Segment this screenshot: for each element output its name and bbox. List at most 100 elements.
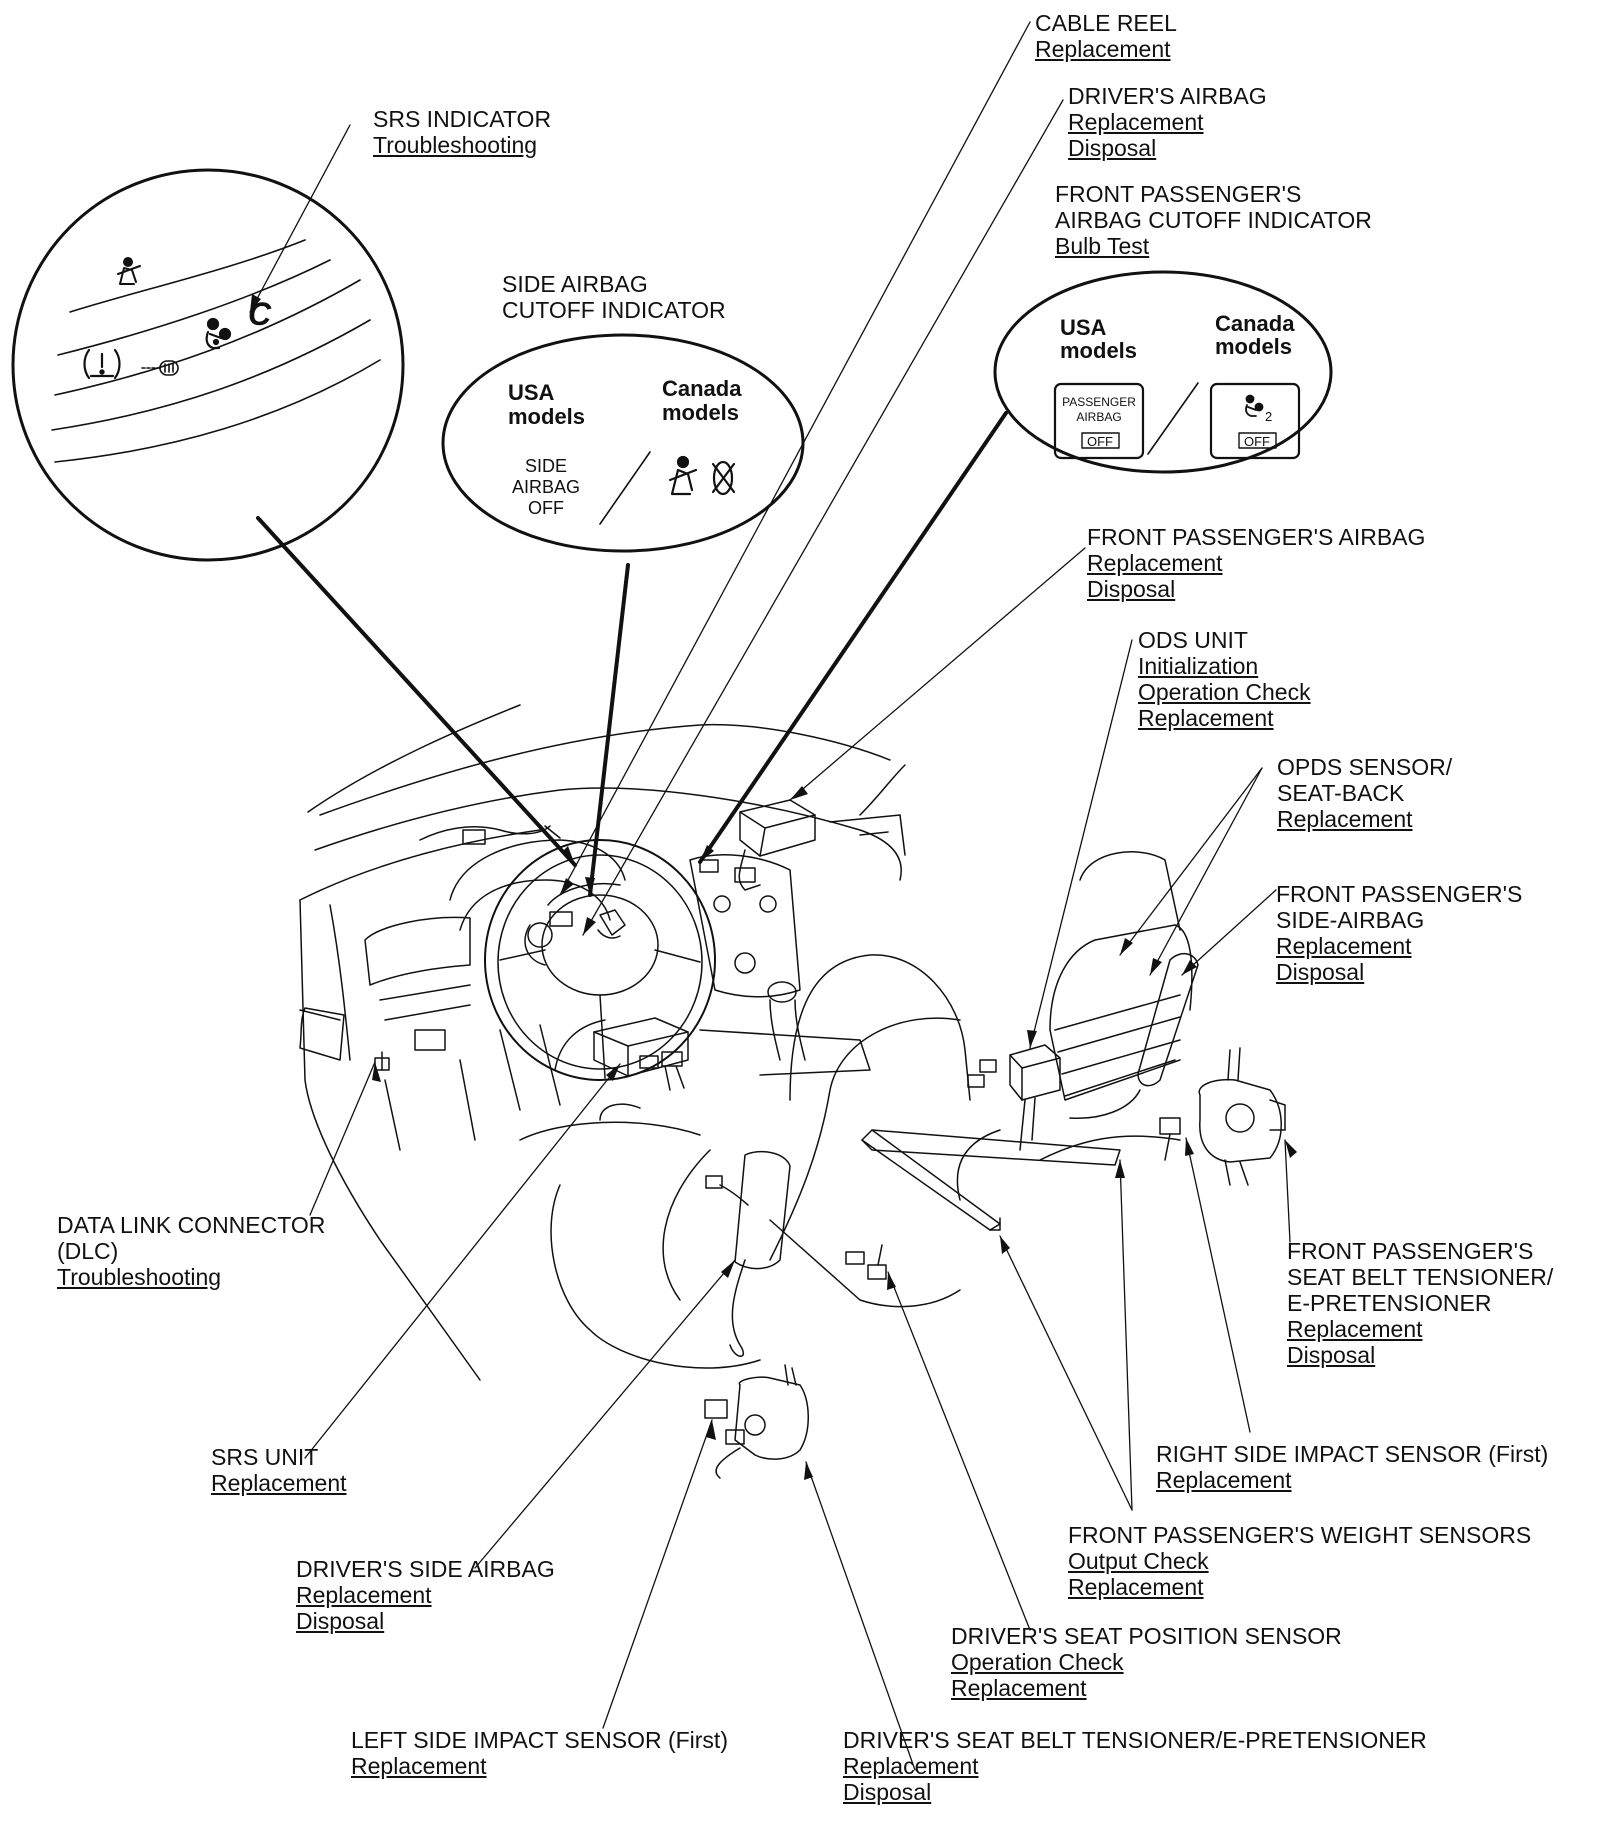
pass-canada-label-1: Canada xyxy=(1215,311,1295,336)
callout-title: SRS UNIT xyxy=(211,1444,319,1470)
side-airbag-off-canada-icon xyxy=(668,455,736,496)
callout-title: SRS INDICATOR xyxy=(373,106,552,132)
callout-title: FRONT PASSENGER'S AIRBAG xyxy=(1087,524,1426,550)
callout-title: CUTOFF INDICATOR xyxy=(502,297,726,323)
callout-drivers-tensioner: DRIVER'S SEAT BELT TENSIONER/E-PRETENSIO… xyxy=(843,1727,1427,1805)
leader-opds-1 xyxy=(1119,767,1263,956)
seat-position-replacement-link[interactable]: Replacement xyxy=(951,1675,1087,1701)
passenger-lamp-line1: PASSENGER xyxy=(1062,395,1136,409)
fp-cutoff-bulb-test-link[interactable]: Bulb Test xyxy=(1055,233,1150,259)
seatbelt-reminder-icon xyxy=(117,257,141,285)
immobilizer-key-icon xyxy=(141,360,179,376)
callout-fp-side-airbag: FRONT PASSENGER'S SIDE-AIRBAG Replacemen… xyxy=(1276,881,1522,985)
leader-fp-side-airbag xyxy=(1181,889,1277,976)
callout-title: DRIVER'S SIDE AIRBAG xyxy=(296,1556,555,1582)
callout-fp-cutoff-indicator: FRONT PASSENGER'S AIRBAG CUTOFF INDICATO… xyxy=(1055,181,1372,259)
right-impact-replacement-link[interactable]: Replacement xyxy=(1156,1467,1292,1493)
callout-cable-reel: CABLE REEL Replacement xyxy=(1035,10,1177,62)
callout-title: LEFT SIDE IMPACT SENSOR (First) xyxy=(351,1727,728,1753)
instrument-cluster-inset: C xyxy=(11,168,405,562)
callout-title: ODS UNIT xyxy=(1138,627,1248,653)
passenger-airbag-off-lamp-usa xyxy=(1053,382,1145,460)
callout-fp-airbag: FRONT PASSENGER'S AIRBAG Replacement Dis… xyxy=(1087,524,1425,602)
drivers-airbag-replacement-link[interactable]: Replacement xyxy=(1068,109,1204,135)
callout-title: SEAT-BACK xyxy=(1277,780,1405,806)
srs-indicator-icon xyxy=(205,317,232,350)
callout-drivers-airbag: DRIVER'S AIRBAG Replacement Disposal xyxy=(1068,83,1267,161)
callout-title: DATA LINK CONNECTOR xyxy=(57,1212,326,1238)
drivers-airbag-disposal-link[interactable]: Disposal xyxy=(1068,135,1157,161)
ods-operation-check-link[interactable]: Operation Check xyxy=(1138,679,1311,705)
pass-usa-label-2: models xyxy=(1060,338,1137,363)
leader-fp-tensioner xyxy=(1284,1139,1291,1243)
callout-title: OPDS SENSOR/ xyxy=(1277,754,1453,780)
leader-fp-airbag xyxy=(789,547,1086,801)
leader-drivers-tensioner xyxy=(805,1461,916,1771)
ods-replacement-link[interactable]: Replacement xyxy=(1138,705,1274,731)
leader-cable-reel xyxy=(559,21,1031,896)
fp-tensioner-disposal-link[interactable]: Disposal xyxy=(1287,1342,1376,1368)
side-usa-label-1: USA xyxy=(508,380,555,405)
fp-weight-output-check-link[interactable]: Output Check xyxy=(1068,1548,1209,1574)
leader-opds-2 xyxy=(1149,767,1263,976)
passenger-airbag-cutoff-inset: 2 xyxy=(993,270,1333,474)
srs-unit-replacement-link[interactable]: Replacement xyxy=(211,1470,347,1496)
callout-title: SIDE AIRBAG xyxy=(502,271,648,297)
pass-usa-label-1: USA xyxy=(1060,315,1107,340)
side-canada-label-2: models xyxy=(662,400,739,425)
drivers-tensioner-disposal-link[interactable]: Disposal xyxy=(843,1779,932,1805)
fp-tensioner-replacement-link[interactable]: Replacement xyxy=(1287,1316,1423,1342)
callout-srs-indicator: SRS INDICATOR Troubleshooting xyxy=(373,106,551,158)
passenger-off-canada: OFF xyxy=(1244,434,1270,449)
drivers-side-airbag-disposal-link[interactable]: Disposal xyxy=(296,1608,385,1634)
callout-title: FRONT PASSENGER'S xyxy=(1287,1238,1534,1264)
fp-airbag-disposal-link[interactable]: Disposal xyxy=(1087,576,1176,602)
callout-title: FRONT PASSENGER'S xyxy=(1276,881,1523,907)
vehicle-interior-drawing xyxy=(299,704,1286,1479)
dlc-troubleshooting-link[interactable]: Troubleshooting xyxy=(57,1264,222,1290)
fp-side-airbag-replacement-link[interactable]: Replacement xyxy=(1276,933,1412,959)
leader-drivers-airbag xyxy=(582,99,1064,936)
side-airbag-off-lamp-line1: SIDE xyxy=(525,456,567,476)
callout-drivers-side-airbag: DRIVER'S SIDE AIRBAG Replacement Disposa… xyxy=(296,1556,555,1634)
callout-seat-position: DRIVER'S SEAT POSITION SENSOR Operation … xyxy=(951,1623,1342,1701)
callout-srs-unit: SRS UNIT Replacement xyxy=(211,1444,347,1496)
callout-title: FRONT PASSENGER'S xyxy=(1055,181,1302,207)
callout-ods-unit: ODS UNIT Initialization Operation Check … xyxy=(1138,627,1311,731)
side-airbag-cutoff-inset xyxy=(441,333,805,553)
passenger-off-usa: OFF xyxy=(1087,434,1113,449)
callout-side-cutoff-indicator: SIDE AIRBAG CUTOFF INDICATOR xyxy=(502,271,726,323)
side-airbag-off-lamp-line3: OFF xyxy=(528,498,564,518)
callout-title: RIGHT SIDE IMPACT SENSOR (First) xyxy=(1156,1441,1549,1467)
srs-indicator-troubleshooting-link[interactable]: Troubleshooting xyxy=(373,132,538,158)
callout-title: FRONT PASSENGER'S WEIGHT SENSORS xyxy=(1068,1522,1532,1548)
passenger-lamp-line2: AIRBAG xyxy=(1076,410,1121,424)
callout-title: E-PRETENSIONER xyxy=(1287,1290,1492,1316)
callout-title: (DLC) xyxy=(57,1238,119,1264)
leader-ods-unit xyxy=(1029,639,1133,1049)
drivers-side-airbag-replacement-link[interactable]: Replacement xyxy=(296,1582,432,1608)
svg-text:2: 2 xyxy=(1265,409,1272,424)
leader-right-impact xyxy=(1185,1137,1251,1433)
fp-airbag-replacement-link[interactable]: Replacement xyxy=(1087,550,1223,576)
callout-title: SEAT BELT TENSIONER/ xyxy=(1287,1264,1554,1290)
opds-replacement-link[interactable]: Replacement xyxy=(1277,806,1413,832)
leader-srs-indicator xyxy=(249,124,351,313)
cable-reel-replacement-link[interactable]: Replacement xyxy=(1035,36,1171,62)
fp-side-airbag-disposal-link[interactable]: Disposal xyxy=(1276,959,1365,985)
left-impact-replacement-link[interactable]: Replacement xyxy=(351,1753,487,1779)
callout-title: SIDE-AIRBAG xyxy=(1276,907,1425,933)
ods-initialization-link[interactable]: Initialization xyxy=(1138,653,1259,679)
side-canada-label-1: Canada xyxy=(662,376,742,401)
leader-weight-2 xyxy=(999,1235,1133,1511)
seat-position-operation-check-link[interactable]: Operation Check xyxy=(951,1649,1124,1675)
callout-title: CABLE REEL xyxy=(1035,10,1177,36)
callout-title: DRIVER'S SEAT BELT TENSIONER/E-PRETENSIO… xyxy=(843,1727,1427,1753)
fp-weight-replacement-link[interactable]: Replacement xyxy=(1068,1574,1204,1600)
leader-weight-1 xyxy=(1119,1159,1133,1511)
callout-title: DRIVER'S SEAT POSITION SENSOR xyxy=(951,1623,1342,1649)
drivers-tensioner-replacement-link[interactable]: Replacement xyxy=(843,1753,979,1779)
callout-title: DRIVER'S AIRBAG xyxy=(1068,83,1267,109)
leader-dlc xyxy=(309,1061,376,1216)
